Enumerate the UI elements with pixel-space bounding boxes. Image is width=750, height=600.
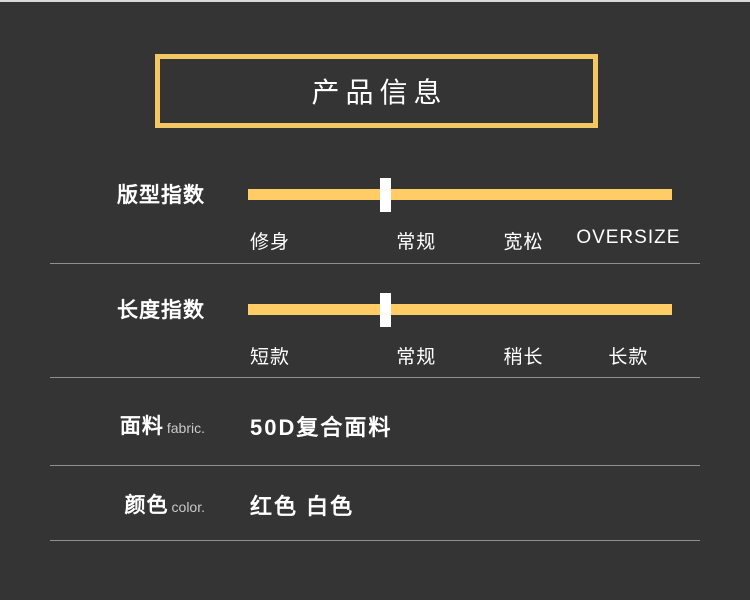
divider-2 <box>50 377 700 378</box>
divider-4 <box>50 540 700 541</box>
length-index-scale: 短款 常规 稍长 长款 <box>248 342 682 369</box>
row-color-value: 红色 白色 <box>250 494 355 519</box>
length-index-option-3[interactable]: 长款 <box>608 347 649 368</box>
length-index-option-2[interactable]: 稍长 <box>503 347 544 368</box>
page-title: 产品信息 <box>311 77 448 108</box>
row-fabric-value: 50D复合面料 <box>250 415 393 440</box>
row-fabric-label-cn: 面料 <box>119 415 164 438</box>
fit-index-option-3[interactable]: OVERSIZE <box>576 227 681 248</box>
fit-index-option-0[interactable]: 修身 <box>250 232 291 253</box>
fit-index-slider-track[interactable] <box>248 178 672 212</box>
fit-index-slider-thumb[interactable] <box>380 178 391 212</box>
row-fit-index-label: 版型指数 <box>117 184 205 207</box>
title-frame: 产品信息 <box>155 54 598 128</box>
divider-3 <box>50 465 700 466</box>
row-color-label-en: color. <box>171 499 205 515</box>
row-length-index-label: 长度指数 <box>117 299 205 322</box>
length-index-slider-track[interactable] <box>248 293 672 327</box>
divider-1 <box>50 263 700 264</box>
length-index-option-1[interactable]: 常规 <box>396 347 437 368</box>
fit-index-option-2[interactable]: 宽松 <box>503 232 544 253</box>
fit-index-option-1[interactable]: 常规 <box>396 232 437 253</box>
fit-index-scale: 修身 常规 宽松 OVERSIZE <box>248 227 682 254</box>
row-fabric-label-en: fabric. <box>166 420 205 436</box>
length-index-option-0[interactable]: 短款 <box>250 347 291 368</box>
title-frame-inner: 产品信息 <box>160 59 593 123</box>
row-color-label-cn: 颜色 <box>124 494 169 517</box>
length-index-slider-thumb[interactable] <box>380 293 391 327</box>
